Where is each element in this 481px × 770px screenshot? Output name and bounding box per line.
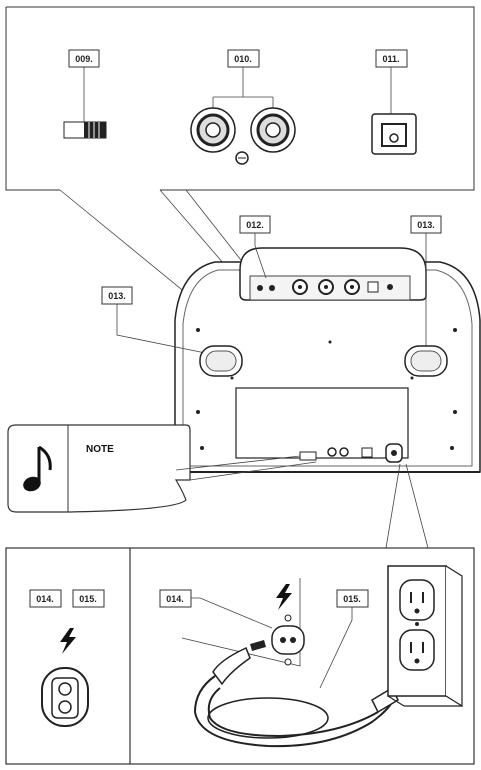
- callout-014-left: 014.: [29, 589, 62, 608]
- svg-text:009.: 009.: [75, 54, 93, 64]
- callout-009: 009.: [68, 49, 100, 122]
- handle-left-icon: [199, 345, 243, 377]
- callout-014-right: 014.: [159, 589, 273, 629]
- figure-8-power-socket-icon: [41, 667, 89, 727]
- svg-text:015.: 015.: [343, 594, 361, 604]
- speaker-corner: [181, 578, 301, 667]
- svg-text:013.: 013.: [417, 220, 435, 230]
- svg-text:012.: 012.: [246, 220, 264, 230]
- callout-015-right: 015.: [319, 589, 369, 689]
- callout-013-right: 013.: [410, 215, 442, 356]
- callout-015-left: 015.: [72, 589, 105, 608]
- handle-right-icon: [404, 345, 448, 377]
- svg-text:011.: 011.: [382, 54, 399, 64]
- rca-jacks-icon: [190, 107, 296, 165]
- note-box: [7, 424, 317, 513]
- svg-text:014.: 014.: [36, 594, 54, 604]
- zoom-line-right: [405, 463, 429, 549]
- device-power-inlet: [271, 614, 305, 666]
- callout-013-left: 013.: [101, 286, 221, 357]
- svg-text:015.: 015.: [79, 594, 97, 604]
- music-note-icon: [23, 445, 52, 492]
- lightning-bolt-icon: [60, 628, 76, 654]
- optical-port-icon: [371, 113, 417, 155]
- callout-011: 011.: [375, 49, 408, 114]
- rear-connectors: [299, 443, 403, 463]
- svg-text:010.: 010.: [234, 54, 252, 64]
- svg-text:014.: 014.: [166, 594, 184, 604]
- zoom-line-left: [385, 463, 401, 549]
- slide-switch-icon: [63, 121, 107, 139]
- control-panel: [239, 247, 427, 301]
- callout-010: 010.: [212, 49, 274, 108]
- speaker-body: [174, 261, 481, 473]
- wall-outlet: [387, 565, 463, 708]
- callout-012: 012.: [239, 215, 271, 279]
- power-lightning-icon: [276, 584, 292, 610]
- svg-text:013.: 013.: [108, 291, 126, 301]
- note-label: NOTE: [86, 444, 114, 455]
